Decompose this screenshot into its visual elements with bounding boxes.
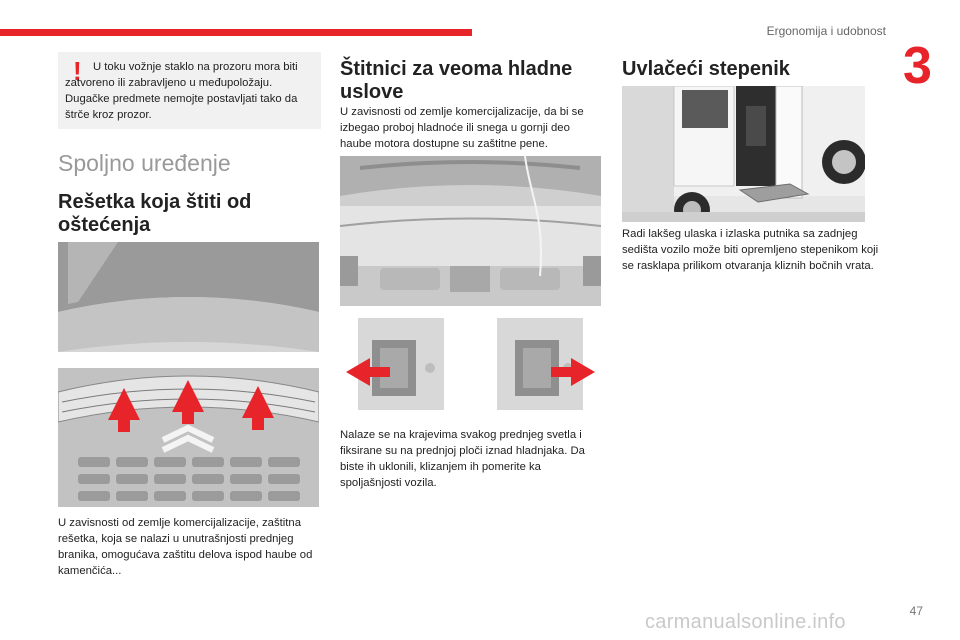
step-description: Radi lakšeg ulaska i izlaska putnika sa … — [622, 228, 879, 272]
foam-covers-illustration — [340, 318, 601, 410]
page-number: 47 — [909, 604, 923, 618]
watermark: carmanualsonline.info — [645, 611, 846, 633]
arrow-left-icon — [346, 358, 390, 386]
arrow-right-icon — [551, 358, 595, 386]
arrow-up-icon — [108, 380, 274, 432]
engine-bay-illustration — [340, 156, 601, 306]
warning-box — [58, 52, 321, 129]
heading-retractable-step: Uvlačeći stepenik — [622, 58, 790, 80]
cold-covers-description: Nalaze se na krajevima svakog prednjeg s… — [340, 429, 585, 489]
warning-text: U toku vožnje staklo na prozoru mora bit… — [65, 61, 298, 121]
exclamation-icon: ! — [73, 56, 82, 86]
grille-description: U zavisnosti od zemlje komercijalizacije… — [58, 517, 313, 577]
chapter-number: 3 — [903, 37, 932, 95]
step-illustration — [622, 86, 865, 222]
grille-illustration — [58, 242, 319, 507]
chapter-title: Ergonomija i udobnost — [766, 24, 886, 38]
cold-covers-intro: U zavisnosti od zemlje komercijalizacije… — [340, 106, 584, 150]
heading-protective-grille: Rešetka koja štiti od oštećenja — [58, 191, 252, 236]
heading-cold-weather-covers: Štitnici za veoma hladne uslove — [340, 58, 573, 103]
top-accent-bar — [0, 29, 472, 36]
section-title: Spoljno uređenje — [58, 150, 231, 176]
